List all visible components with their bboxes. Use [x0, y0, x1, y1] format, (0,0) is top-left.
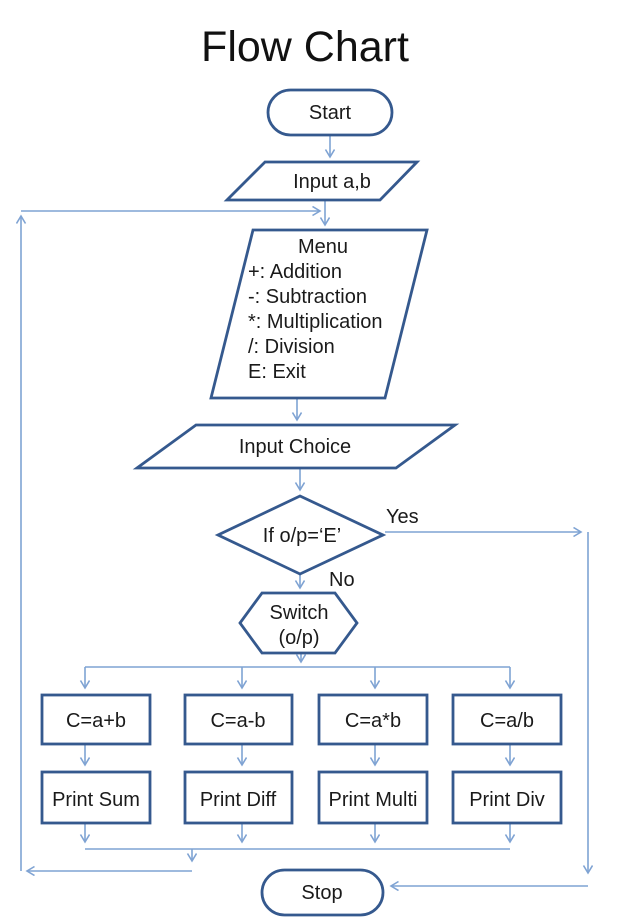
compute-div-label: C=a/b — [480, 710, 534, 732]
node-decision: If o/p=‘E’ — [214, 494, 387, 576]
menu-title: Menu — [298, 236, 348, 258]
label-yes: Yes — [386, 506, 419, 528]
switch-label-line1: Switch — [270, 602, 329, 624]
compute-multi-shape — [317, 693, 429, 746]
switch-shape — [238, 591, 359, 655]
print-sum-shape — [40, 770, 152, 825]
node-compute-div: C=a/b — [451, 693, 563, 746]
stop-terminator-shape — [260, 868, 385, 917]
compute-diff-label: C=a-b — [210, 710, 265, 732]
node-input-ab: Input a,b — [223, 160, 421, 202]
stop-label: Stop — [301, 882, 342, 904]
menu-item-division: /: Division — [248, 336, 335, 358]
start-label: Start — [309, 102, 352, 124]
compute-multi-label: C=a*b — [345, 710, 401, 732]
compute-div-shape — [451, 693, 563, 746]
node-input-choice: Input Choice — [132, 423, 460, 470]
start-terminator-shape — [266, 88, 394, 137]
compute-sum-shape — [40, 693, 152, 746]
input-choice-label: Input Choice — [239, 436, 351, 458]
node-switch: Switch (o/p) — [238, 591, 359, 655]
menu-item-exit: E: Exit — [248, 361, 306, 383]
print-div-shape — [451, 770, 563, 825]
node-compute-multi: C=a*b — [317, 693, 429, 746]
node-print-sum: Print Sum — [40, 770, 152, 825]
input-choice-shape — [132, 423, 460, 470]
node-compute-diff: C=a-b — [183, 693, 294, 746]
node-print-multi: Print Multi — [317, 770, 429, 825]
print-multi-shape — [317, 770, 429, 825]
compute-diff-shape — [183, 693, 294, 746]
page-title: Flow Chart — [201, 23, 409, 71]
menu-item-subtraction: -: Subtraction — [248, 286, 367, 308]
decision-label: If o/p=‘E’ — [263, 525, 341, 547]
node-menu: Menu +: Addition -: Subtraction *: Multi… — [209, 228, 429, 400]
menu-item-multiplication: *: Multiplication — [248, 311, 383, 333]
menu-item-addition: +: Addition — [248, 261, 342, 283]
menu-shape — [209, 228, 429, 400]
input-ab-shape — [223, 160, 421, 202]
print-sum-label: Print Sum — [52, 789, 140, 811]
print-div-label: Print Div — [469, 789, 545, 811]
decision-shape — [214, 494, 387, 576]
print-diff-shape — [183, 770, 294, 825]
switch-label-line2: (o/p) — [278, 627, 319, 649]
input-ab-label: Input a,b — [293, 171, 371, 193]
node-print-diff: Print Diff — [183, 770, 294, 825]
label-no: No — [329, 569, 355, 591]
node-compute-sum: C=a+b — [40, 693, 152, 746]
compute-sum-label: C=a+b — [66, 710, 126, 732]
print-multi-label: Print Multi — [329, 789, 418, 811]
node-print-div: Print Div — [451, 770, 563, 825]
node-stop: Stop — [260, 868, 385, 917]
print-diff-label: Print Diff — [200, 789, 277, 811]
node-start: Start — [266, 88, 394, 137]
